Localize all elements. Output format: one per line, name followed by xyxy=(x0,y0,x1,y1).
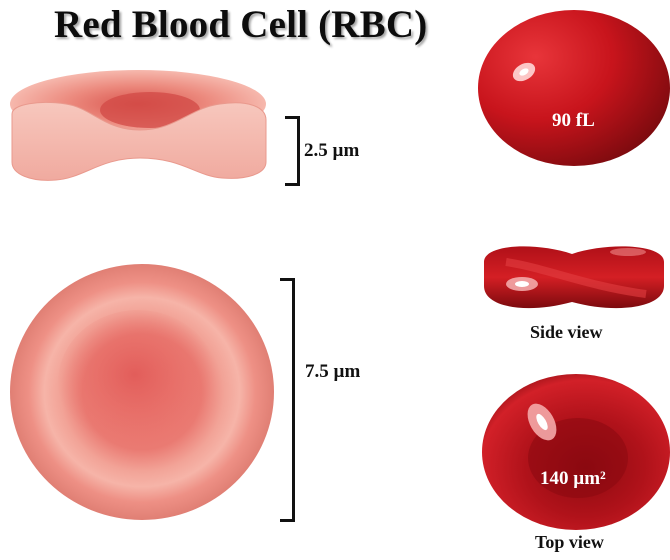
volume-label: 90 fL xyxy=(552,110,595,132)
top-view-caption: Top view xyxy=(535,532,604,553)
surface-area-label: 140 µm² xyxy=(540,468,606,490)
rbc-cross-section-illustration xyxy=(0,60,280,200)
rbc-volume-render xyxy=(476,8,670,168)
rbc-top-view-render xyxy=(476,372,670,532)
diagram-title: Red Blood Cell (RBC) xyxy=(54,2,427,47)
thickness-bracket xyxy=(285,116,300,186)
rbc-side-view-render xyxy=(476,238,670,316)
side-view-caption: Side view xyxy=(530,322,603,343)
diameter-bracket xyxy=(280,278,295,522)
rbc-disc-illustration xyxy=(8,262,278,522)
diameter-label: 7.5 µm xyxy=(305,361,360,383)
thickness-label: 2.5 µm xyxy=(304,140,359,162)
